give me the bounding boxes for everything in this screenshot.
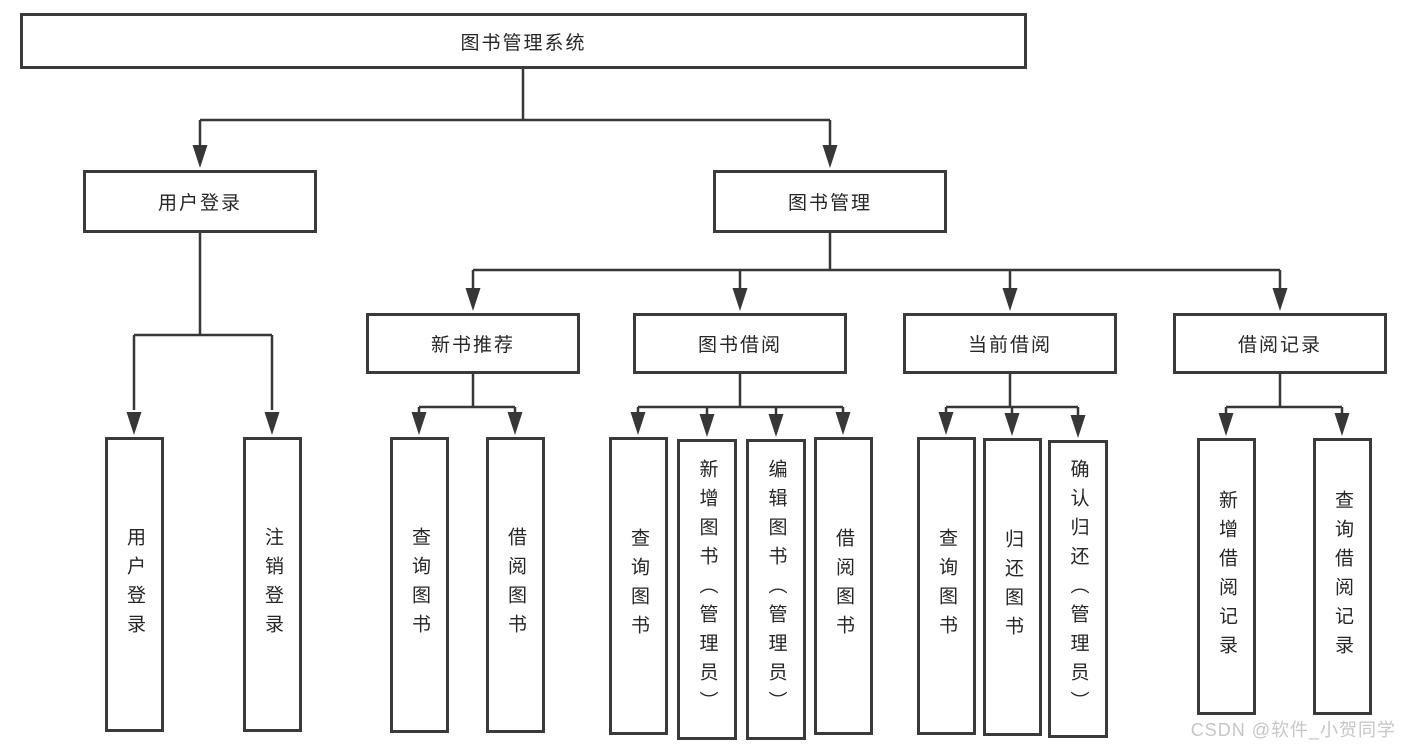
edge-userlogin-to-leaves [132, 232, 274, 410]
leaf-query-books-2: 查询图书 [609, 437, 668, 735]
node-label: 图书管理系统 [460, 32, 587, 54]
edge-records-to-leaves [1224, 373, 1344, 413]
leaf-label: 注销登录 [262, 526, 283, 643]
leaf-label: 查询图书 [409, 527, 430, 643]
leaf-logout: 注销登录 [243, 437, 302, 732]
leaf-label: 新增图书（管理员） [696, 459, 718, 720]
leaf-add-books-admin: 新增图书（管理员） [677, 439, 737, 740]
leaf-query-borrow-record: 查询借阅记录 [1313, 438, 1372, 715]
edge-bookborrow-to-leaves [636, 373, 845, 414]
arrowheads [126, 145, 1350, 438]
leaf-edit-books-admin: 编辑图书（管理员） [746, 439, 806, 740]
leaf-label: 确认归还（管理员） [1067, 458, 1089, 720]
leaf-query-books-1: 查询图书 [390, 437, 449, 733]
node-label: 图书借阅 [697, 335, 782, 356]
leaf-borrow-books-1: 借阅图书 [486, 437, 545, 733]
node-book-management: 图书管理 [713, 170, 947, 233]
leaf-label: 借阅图书 [505, 527, 526, 643]
leaf-label: 借阅图书 [833, 528, 854, 644]
node-library-management-system: 图书管理系统 [20, 13, 1027, 69]
node-current-borrow: 当前借阅 [903, 313, 1117, 374]
node-new-book-recommend: 新书推荐 [366, 313, 580, 374]
node-user-login: 用户登录 [83, 170, 317, 233]
leaf-label: 查询图书 [628, 528, 649, 644]
leaf-label: 新增借阅记录 [1216, 489, 1237, 664]
leaf-label: 查询借阅记录 [1332, 489, 1353, 664]
leaf-label: 归还图书 [1002, 529, 1023, 645]
leaf-label: 编辑图书（管理员） [765, 459, 787, 720]
leaf-query-books-3: 查询图书 [917, 437, 976, 735]
node-label: 用户登录 [157, 193, 242, 214]
node-book-borrow: 图书借阅 [633, 313, 847, 374]
node-label: 新书推荐 [430, 335, 515, 356]
leaf-label: 用户登录 [124, 526, 145, 643]
edge-currentborrow-to-leaves [944, 373, 1080, 415]
node-borrow-records: 借阅记录 [1173, 313, 1387, 374]
edge-bookmgmt-to-level3 [471, 232, 1282, 288]
leaf-confirm-return-admin: 确认归还（管理员） [1048, 440, 1108, 738]
leaf-return-books: 归还图书 [983, 438, 1042, 736]
node-label: 借阅记录 [1237, 335, 1322, 356]
leaf-borrow-books-2: 借阅图书 [814, 437, 873, 735]
node-label: 当前借阅 [967, 335, 1052, 356]
edge-newbooks-to-leaves [417, 373, 517, 412]
node-label: 图书管理 [787, 193, 872, 214]
leaf-user-login: 用户登录 [105, 437, 164, 732]
leaf-label: 查询图书 [936, 528, 957, 644]
edge-root-to-level2 [198, 69, 832, 146]
leaf-add-borrow-record: 新增借阅记录 [1197, 438, 1256, 715]
csdn-watermark: CSDN @软件_小贺同学 [1190, 720, 1396, 740]
